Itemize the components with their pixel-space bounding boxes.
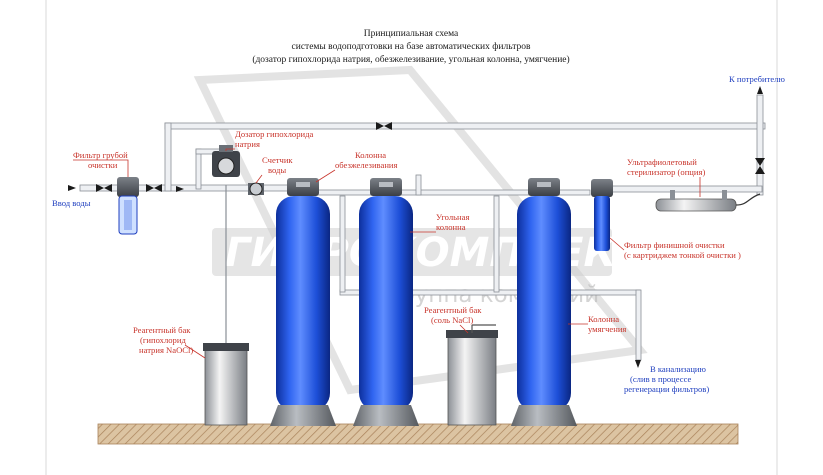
valves xyxy=(96,122,765,192)
diagram-title: Принципиальная схема системы водоподгото… xyxy=(252,29,569,65)
valve-after-filter xyxy=(146,184,162,192)
fine-filter xyxy=(591,179,613,251)
title-line-2: системы водоподготовки на базе автоматич… xyxy=(292,41,531,52)
check-valve xyxy=(176,186,184,192)
label-water-meter: Счетчик воды xyxy=(262,155,295,175)
title-line-1: Принципиальная схема xyxy=(364,29,459,39)
inlet-arrow-icon xyxy=(68,185,76,191)
title-line-3: (дозатор гипохлорида натрия, обезжелезив… xyxy=(252,54,569,65)
piping xyxy=(79,94,766,361)
consumer-arrow-icon xyxy=(757,86,763,94)
label-softener: Колонна умягчения xyxy=(588,314,626,334)
dosing-pump xyxy=(212,145,240,177)
reagent-tank-naocl xyxy=(203,343,249,426)
iron-removal-column xyxy=(270,178,336,426)
label-reagent-tank: Реагентный бак (гипохлорид натрия NaOCl) xyxy=(133,325,193,355)
label-inlet: Ввод воды xyxy=(52,198,91,208)
carbon-column xyxy=(353,178,419,426)
label-fine-filter: Фильтр финишной очистки (с картриджем то… xyxy=(624,240,741,260)
floor xyxy=(97,423,739,445)
valve-bypass xyxy=(376,122,392,130)
flow-arrows xyxy=(68,86,763,368)
softener-column xyxy=(511,178,577,426)
salt-tank xyxy=(446,324,498,426)
label-consumer: К потребителю xyxy=(729,74,785,84)
label-drain: В канализацию (слив в процессе регенерац… xyxy=(624,364,709,394)
valve-inlet xyxy=(96,184,112,192)
uv-sterilizer xyxy=(655,190,761,212)
valve-outlet xyxy=(755,158,765,174)
watermark: ГИДРОКОМПЛЕКТ группа компаний xyxy=(193,65,648,395)
label-uv: Ультрафиолетовый стерилизатор (опция) xyxy=(627,157,705,177)
coarse-filter xyxy=(117,177,139,235)
label-coarse-filter: Фильтр грубой очистки xyxy=(73,150,130,170)
label-dosing-pump: Дозатор гипохлорида натрия xyxy=(235,129,315,149)
label-carbon-column: Угольная колонна xyxy=(436,212,472,232)
label-iron-column: Колонна обезжелезивания xyxy=(335,150,398,170)
water-meter xyxy=(248,182,264,196)
drain-arrow-icon xyxy=(635,360,641,368)
label-salt-tank: Реагентный бак (соль NaCl) xyxy=(424,305,484,325)
labels: К потребителю Ввод воды Фильтр грубой оч… xyxy=(52,74,785,394)
